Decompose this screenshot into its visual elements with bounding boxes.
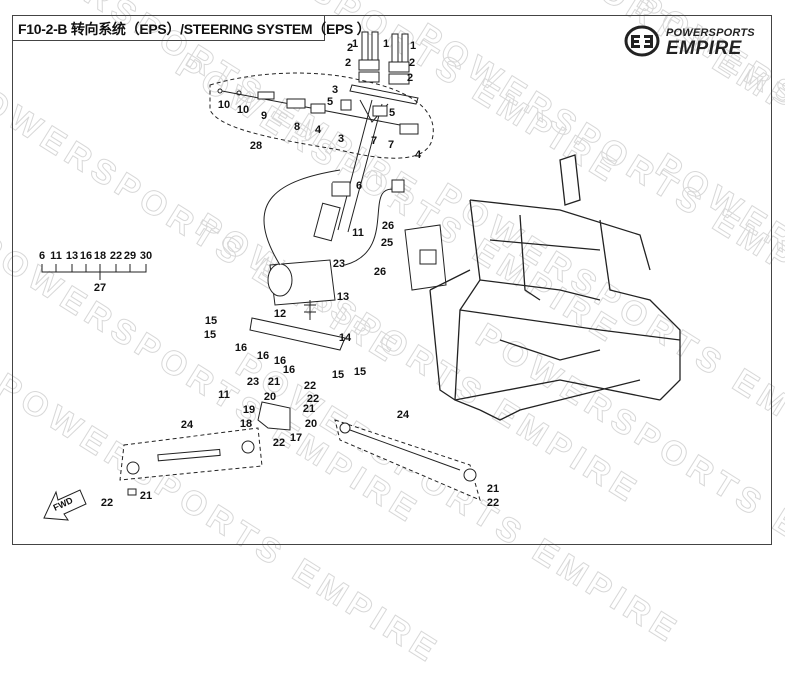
group-27-label: 27 — [93, 282, 107, 294]
part-number-callout: 3 — [331, 84, 339, 96]
part-number-callout: 14 — [338, 332, 352, 344]
part-number-callout: 23 — [246, 376, 260, 388]
throttle-cable-parts — [217, 88, 419, 135]
part-number-callout: 2 — [346, 42, 354, 54]
part-number-callout: 18 — [239, 418, 253, 430]
part-number-callout: 4 — [414, 149, 422, 161]
cable-group-outline — [209, 72, 434, 159]
steering-system-exploded-diagram — [41, 31, 681, 521]
part-number-callout: 25 — [380, 237, 394, 249]
group-27-item: 29 — [123, 250, 137, 262]
part-number-callout: 26 — [381, 220, 395, 232]
part-number-callout: 22 — [303, 380, 317, 392]
part-number-callout: 22 — [486, 497, 500, 509]
part-number-callout: 7 — [370, 135, 378, 147]
part-number-callout: 23 — [332, 258, 346, 270]
part-number-callout: 2 — [344, 57, 352, 69]
part-number-callout: 22 — [306, 393, 320, 405]
empire-emblem-icon — [624, 25, 660, 57]
logo-empire: EMPIRE — [666, 38, 742, 59]
part-number-callout: 16 — [234, 342, 248, 354]
part-number-callout: 20 — [304, 418, 318, 430]
drawing-frame — [12, 15, 772, 545]
part-number-callout: 4 — [314, 124, 322, 136]
part-number-callout: 24 — [396, 409, 410, 421]
part-number-callout: 1 — [351, 38, 359, 50]
part-number-callout: 21 — [302, 403, 316, 415]
part-number-callout: 15 — [353, 366, 367, 378]
part-number-callout: 9 — [260, 110, 268, 122]
part-number-callout: 17 — [289, 432, 303, 444]
pitman-arm — [257, 401, 291, 431]
page-title: F10-2-B 转向系统（EPS）/STEERING SYSTEM（EPS ） — [12, 15, 371, 41]
left-tie-rod — [119, 427, 263, 496]
group-27-bracket — [41, 264, 147, 280]
group-27-item: 16 — [79, 250, 93, 262]
brand-logo: POWERSPORTS EMPIRE — [622, 24, 772, 60]
part-number-callout: 15 — [204, 315, 218, 327]
part-number-callout: 21 — [139, 490, 153, 502]
part-number-callout: 20 — [263, 391, 277, 403]
part-number-callout: 10 — [217, 99, 231, 111]
handlebar-clamp-assembly — [349, 31, 419, 105]
steering-column — [313, 99, 389, 242]
part-number-callout: 21 — [267, 376, 281, 388]
part-number-callout: 15 — [203, 329, 217, 341]
part-number-callout: 16 — [273, 355, 287, 367]
part-number-callout: 5 — [326, 96, 334, 108]
vehicle-frame — [429, 154, 681, 421]
part-number-callout: 2 — [406, 72, 414, 84]
part-number-callout: 22 — [100, 497, 114, 509]
part-number-callout: 15 — [331, 369, 345, 381]
fwd-arrow-icon — [43, 489, 87, 521]
right-tie-rod — [334, 419, 481, 501]
part-number-callout: 13 — [336, 291, 350, 303]
part-number-callout: 16 — [256, 350, 270, 362]
eps-controller — [404, 224, 447, 291]
part-number-callout: 1 — [409, 40, 417, 52]
part-number-callout: 11 — [352, 227, 364, 239]
part-number-callout: 5 — [388, 107, 396, 119]
group-27-item: 11 — [50, 250, 62, 262]
part-number-callout: 19 — [242, 404, 256, 416]
logo-powersports: POWERSPORTS — [666, 27, 755, 39]
part-number-callout: 12 — [273, 308, 287, 320]
part-number-callout: 26 — [373, 266, 387, 278]
part-number-callout: 1 — [382, 38, 390, 50]
group-27-item: 18 — [93, 250, 107, 262]
part-number-callout: 11 — [218, 389, 230, 401]
part-number-callout: 24 — [180, 419, 194, 431]
part-number-callout: 28 — [249, 140, 263, 152]
group-27-item: 22 — [109, 250, 123, 262]
part-number-callout: 10 — [236, 104, 250, 116]
part-number-callout: 21 — [486, 483, 500, 495]
mounting-bracket — [249, 317, 346, 351]
eps-motor-unit — [263, 169, 405, 320]
part-number-callout: 8 — [293, 121, 301, 133]
part-number-callout: 7 — [387, 139, 395, 151]
part-number-callout: 16 — [282, 364, 296, 376]
group-27-item: 13 — [65, 250, 79, 262]
group-27-item: 30 — [139, 250, 153, 262]
part-number-callout: 22 — [272, 437, 286, 449]
part-number-callout: 6 — [355, 180, 363, 192]
group-27-item: 6 — [38, 250, 46, 262]
part-number-callout: 3 — [337, 133, 345, 145]
part-number-callout: 2 — [408, 57, 416, 69]
